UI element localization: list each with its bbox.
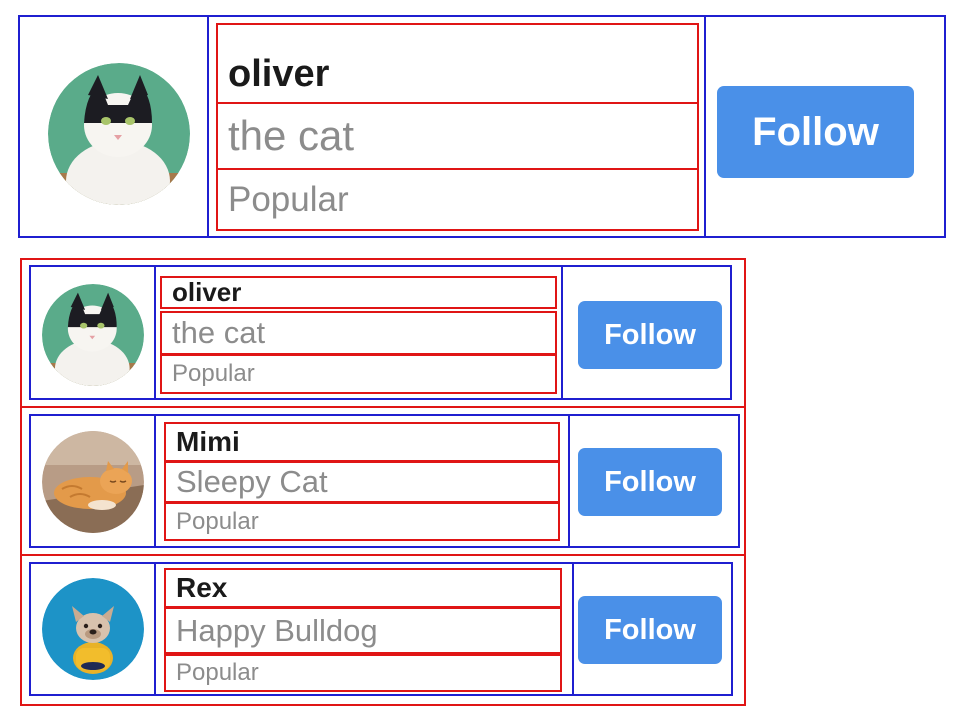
profile-subtitle: Happy Bulldog (176, 612, 378, 648)
featured-avatar[interactable] (48, 63, 190, 205)
profile-tag: Popular (176, 507, 259, 535)
list-avatar[interactable] (42, 431, 144, 533)
list-tag-row: Popular (164, 654, 562, 692)
featured-subtitle-row: the cat (216, 102, 699, 170)
profile-tag: Popular (176, 659, 259, 686)
profile-subtitle: the cat (228, 112, 355, 159)
profile-tag: Popular (228, 179, 349, 219)
list-item (20, 554, 746, 706)
profile-name: Mimi (176, 426, 240, 457)
featured-tag-row: Popular (216, 168, 699, 231)
profile-name: oliver (172, 277, 242, 307)
list-subtitle-row: the cat (160, 311, 557, 355)
follow-button[interactable]: Follow (578, 448, 722, 516)
follow-button[interactable]: Follow (578, 596, 722, 664)
list-subtitle-row: Happy Bulldog (164, 607, 562, 654)
list-name-row: oliver (160, 276, 557, 309)
profile-subtitle: Sleepy Cat (176, 464, 328, 499)
profile-tag: Popular (172, 360, 255, 387)
list-subtitle-row: Sleepy Cat (164, 461, 560, 503)
featured-button-cell (704, 15, 946, 238)
list-avatar[interactable] (42, 284, 144, 386)
list-button-cell (568, 414, 740, 548)
list-avatar[interactable] (42, 578, 144, 680)
list-name-row: Rex (164, 568, 562, 608)
list-button-cell (561, 265, 732, 400)
profile-subtitle: the cat (172, 315, 266, 350)
list-name-row: Mimi (164, 422, 560, 462)
profile-name: Rex (176, 572, 228, 603)
list-tag-row: Popular (160, 354, 557, 394)
follow-button[interactable]: Follow (578, 301, 722, 369)
featured-name-row: oliver (216, 23, 699, 104)
list-tag-row: Popular (164, 502, 560, 541)
list-button-cell (572, 562, 733, 696)
follow-button[interactable]: Follow (717, 86, 914, 178)
profile-name: oliver (228, 53, 330, 95)
